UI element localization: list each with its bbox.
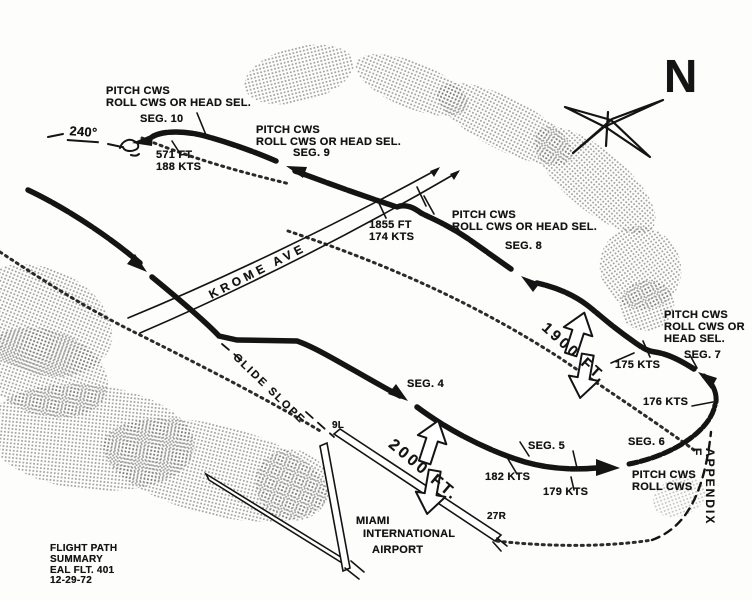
annot-seg10-mode: PITCH CWS ROLL CWS OR HEAD SEL. xyxy=(106,85,251,109)
annot-alt-speed-571: 571 FT 188 KTS xyxy=(156,149,202,173)
title-block: FLIGHT PATH SUMMARY EAL FLT. 401 12-29-7… xyxy=(50,543,118,587)
label-airport-line3: AIRPORT xyxy=(372,544,424,556)
label-runway-27r: 27R xyxy=(487,511,507,522)
arrow-down-2000 xyxy=(414,468,447,515)
label-heading-240: 240° xyxy=(66,123,100,144)
label-kts-182: 182 KTS xyxy=(485,471,531,483)
runway-9l-27r xyxy=(332,428,503,543)
annot-seg7-mode: PITCH CWS ROLL CWS OR HEAD SEL. xyxy=(664,309,745,345)
label-seg-6: SEG. 6 xyxy=(628,436,665,448)
flight-path-seg6-turn xyxy=(626,402,718,467)
label-seg-5: SEG. 5 xyxy=(528,440,565,452)
flight-path-seg4-approach xyxy=(149,274,403,399)
flight-path-lower-leg xyxy=(414,404,599,472)
compass-rose-icon xyxy=(563,98,665,159)
annot-alt-speed-1855: 1855 FT 174 KTS xyxy=(369,219,415,243)
label-kts-175: 175 KTS xyxy=(615,359,661,371)
label-airport-line1: MIAMI xyxy=(356,515,390,527)
annot-seg6-mode: PITCH CWS ROLL CWS xyxy=(632,469,696,493)
altitude-arrows xyxy=(414,311,600,515)
arrow-down-1900 xyxy=(567,352,600,399)
label-seg-9: SEG. 9 xyxy=(293,147,330,159)
flight-path-upper-leg-west xyxy=(149,129,279,164)
label-runway-9l: 9L xyxy=(332,420,345,431)
label-seg-4: SEG. 4 xyxy=(407,378,444,390)
appendix-label: APPENDIX F xyxy=(690,448,717,526)
path-end-scribble xyxy=(119,138,140,157)
tick-marks xyxy=(171,112,714,491)
flight-path-upper-leg-east xyxy=(534,280,697,372)
annot-seg8-mode: PITCH CWS ROLL CWS OR HEAD SEL. xyxy=(452,209,597,233)
label-kts-179: 179 KTS xyxy=(543,486,589,498)
hatch-lines xyxy=(0,136,696,547)
compass-north-label: N xyxy=(664,50,698,102)
flight-path-entry xyxy=(25,187,143,266)
runway-cross-1 xyxy=(204,471,349,569)
label-seg-8: SEG. 8 xyxy=(505,240,542,252)
arrow-up-1900 xyxy=(562,311,594,358)
road-arrow-icons xyxy=(430,167,460,180)
glide-slope-line xyxy=(221,343,335,438)
label-kts-176: 176 KTS xyxy=(643,396,689,408)
road-krome-ave xyxy=(127,168,459,334)
runway-cross-2 xyxy=(319,441,351,573)
label-seg-10: SEG. 10 xyxy=(140,113,184,125)
label-airport-line2: INTERNATIONAL xyxy=(363,528,456,540)
heading-dashes xyxy=(47,133,123,148)
arrow-up-2000 xyxy=(416,419,448,466)
label-seg-7: SEG. 7 xyxy=(684,349,721,361)
flight-path-upper-leg-mid xyxy=(292,168,514,272)
annot-seg9-mode: PITCH CWS ROLL CWS OR HEAD SEL. xyxy=(256,124,401,148)
runway-strips xyxy=(204,428,508,580)
runway-end-hook xyxy=(344,537,508,580)
flight-path-arrowheads xyxy=(127,134,717,476)
